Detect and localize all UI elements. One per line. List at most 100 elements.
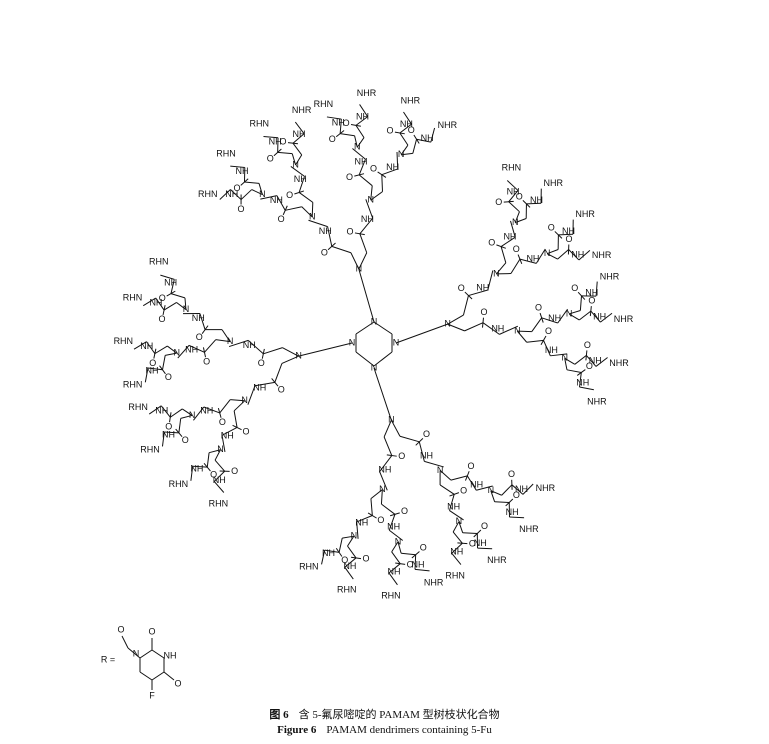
core-ring-bond (373, 321, 393, 335)
arm-left-l-a-a-terminal: RHN (209, 499, 229, 509)
arm-up-r-b-a-chain-bond (399, 132, 409, 146)
arm-down-r-a-branch-nitrogen: N (395, 536, 402, 546)
arm-up-l-b-a-carbonyl-bond (273, 148, 282, 157)
arm-right-l-a-a-carbonyl-bond (503, 200, 514, 203)
arm-down-r-b-chain-bond (370, 489, 383, 500)
arm-up-l-b-chain-bond (298, 176, 305, 193)
arm-left-l-a-a-chain-bond (214, 459, 226, 472)
arm-right-r-a-chain-bond (557, 308, 568, 324)
arm-left-r-b-a-terminal: RHN (123, 293, 143, 303)
arm-up-r-a-oxygen: O (346, 172, 353, 182)
arm-left-l-a-chain-bond (233, 410, 238, 428)
arm-down-l-a-a-amide-nh: NH (515, 484, 528, 494)
arm-up-r-a-b-terminal: NHR (357, 88, 377, 98)
arm-up-r-chain-bond (358, 252, 368, 270)
arm-left-l-b-chain-bond (230, 399, 245, 402)
arm-down-l-b-a-amide-nh: NH (474, 538, 487, 548)
arm-left-r-a-amide-nh: NH (185, 344, 198, 354)
arm-up-r-a-a-chain-bond (326, 116, 342, 120)
arm-down-r-a-a-carbonyl-bond (411, 551, 420, 559)
arm-left-r-a-a-terminal: RHN (123, 380, 143, 390)
arm-up-l-b-chain-bond (311, 202, 314, 217)
arm-right-r-b-chain-bond (543, 340, 551, 357)
arm-right-r-b-amide-nh: NH (545, 345, 558, 355)
arm-down-r-a-b-chain-bond (388, 572, 398, 586)
arm-up-l-b-b-chain-bond (292, 133, 305, 144)
arm-right-l-chain-bond (462, 295, 469, 316)
ring-nh: NH (164, 650, 177, 660)
arm-left-r-b-a-amide-nh: NH (149, 298, 162, 308)
arm-down-l-b-b-chain-bond (452, 531, 463, 544)
arm-left-r-b-b-oxygen: O (159, 293, 166, 303)
arm-down-r-b-a-chain-bond (344, 566, 354, 580)
arm-up-l-chain-bond (308, 219, 328, 228)
arm-right-l-b-chain-bond (535, 248, 546, 264)
arm-right-l-a-carbonyl-bond (496, 244, 506, 249)
arm-right-l-a-a-chain-bond (508, 201, 520, 213)
arm-left-r-a-a-carbonyl-bond (159, 365, 166, 375)
arm-left-l-a-b-terminal: RHN (169, 479, 189, 489)
arm-up-r-a-a-terminal: RHN (314, 99, 334, 109)
arm-up-l-chain-bond (350, 252, 360, 270)
arm-up-r-amide-nh: NH (361, 214, 374, 224)
arm-right-l-b-b-chain-bond (568, 249, 580, 261)
arm-up-r-a-b-chain-bond (359, 104, 369, 117)
arm-down-l-b-a-terminal: NHR (487, 555, 507, 565)
arm-down-r-amide-nh: NH (378, 465, 391, 475)
arm-left-l-b-b-chain-bond (169, 408, 183, 418)
arm-left-r-b-a-chain-bond (163, 302, 177, 311)
arm-right-r-b-b-chain-bond (579, 386, 594, 391)
arm-up-r-a-chain-bond (358, 174, 373, 187)
arm-right-r-amide-nh: NH (491, 324, 504, 334)
arm-up-r-a-chain-bond (352, 148, 366, 160)
fluorouracil-ring-bond (151, 649, 165, 659)
arm-right-r-a-b-oxygen: O (588, 296, 595, 306)
arm-right-l-b-b-oxygen: O (566, 234, 573, 244)
arm-right-r-a-branch-nitrogen: N (566, 308, 573, 318)
arm-left-r-b-b-chain-bond (160, 274, 175, 280)
arm-down-l-b-chain-bond (449, 510, 464, 521)
arm-up-r-a-b-chain-bond (355, 116, 368, 126)
arm-up-r-b-a-terminal: NHR (401, 95, 421, 105)
arm-right-r-chain-bond (447, 323, 465, 332)
arm-left-r-b-b-terminal: RHN (149, 257, 169, 267)
arm-down-r-a-chain-bond (381, 503, 396, 515)
arm-left-l-b-b-chain-bond (160, 405, 171, 418)
arm-up-l-b-b-chain-bond (292, 142, 303, 156)
arm-left-l-a-chain-bond (221, 435, 226, 453)
arm-right-l-a-chain-bond (510, 220, 516, 238)
arm-up-r-a-a-chain-bond (340, 133, 355, 137)
arm-right-r-b-a-chain-bond (574, 355, 587, 365)
arm-right-r-branch-nitrogen: N (514, 326, 521, 336)
arm-up-r-b-chain-bond (370, 191, 383, 201)
arm-right-r-a-b-chain-bond (578, 310, 592, 321)
fluorouracil-ring-bond (151, 671, 165, 681)
arm-down-l-b-a-chain-bond (477, 547, 493, 550)
arm-left-l-a-b-amide-nh: NH (190, 464, 203, 474)
arm-down-l-a-chain-bond (476, 485, 493, 491)
arm-up-r-a-b-chain-bond (355, 125, 365, 138)
arm-left-r-chain-bond (282, 347, 299, 357)
arm-right-l-a-b-amide-nh: NH (530, 195, 543, 205)
acyl-oxygen: O (117, 624, 124, 634)
arm-down-l-a-b-chain-bond (494, 501, 510, 503)
arm-left-l-b-chain-bond (203, 406, 220, 414)
arm-down-r-b-b-chain-bond (338, 537, 343, 553)
arm-up-r-b-a-carbonyl-bond (394, 131, 405, 135)
arm-up-l-a-a-terminal: RHN (198, 189, 218, 199)
arm-left-l-a-b-chain-bond (192, 465, 208, 468)
arm-right-r-b-a-terminal: NHR (609, 358, 629, 368)
arm-down-r-b-a-terminal: RHN (337, 585, 357, 595)
arm-up-r-b-oxygen: O (370, 163, 377, 173)
arm-right-r-b-a-chain-bond (595, 357, 608, 367)
arm-left-l-branch-nitrogen: N (241, 395, 248, 405)
arm-down-l-a-b-chain-bond (509, 516, 525, 519)
arm-up-l-b-oxygen: O (286, 190, 293, 200)
arm-down-l-b-b-chain-bond (452, 521, 460, 533)
core-nitrogen: N (349, 337, 356, 347)
arm-down-r-b-chain-bond (356, 521, 359, 539)
arm-left-l-b-chain-bond (193, 406, 205, 421)
arm-down-l-b-b-chain-bond (451, 542, 463, 554)
arm-down-r-a-amide-nh: NH (387, 522, 400, 532)
arm-down-l-b-b-oxygen: O (469, 538, 476, 548)
